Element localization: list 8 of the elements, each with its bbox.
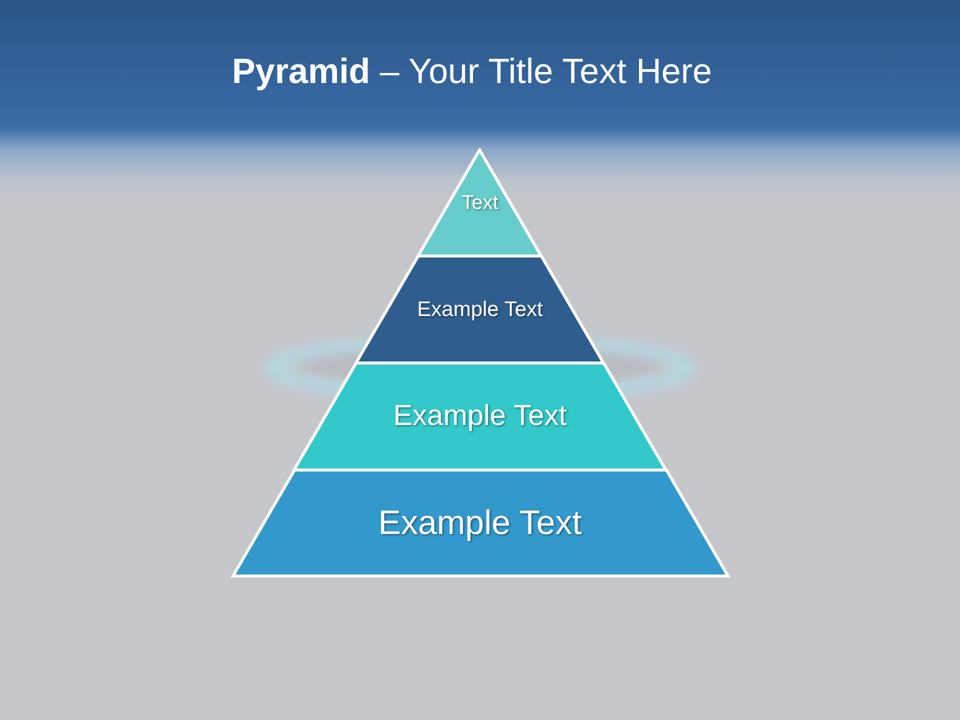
pyramid-layer: [292, 361, 668, 472]
pyramid-layer: [416, 148, 544, 258]
slide-title: Pyramid – Your Title Text Here: [231, 51, 713, 93]
layer-label: Text: [462, 192, 498, 214]
layer-label: Example Text: [417, 298, 543, 322]
pyramid-layer: [354, 254, 606, 365]
layer-label: Example Text: [393, 400, 567, 433]
layer-label: Example Text: [378, 504, 582, 542]
